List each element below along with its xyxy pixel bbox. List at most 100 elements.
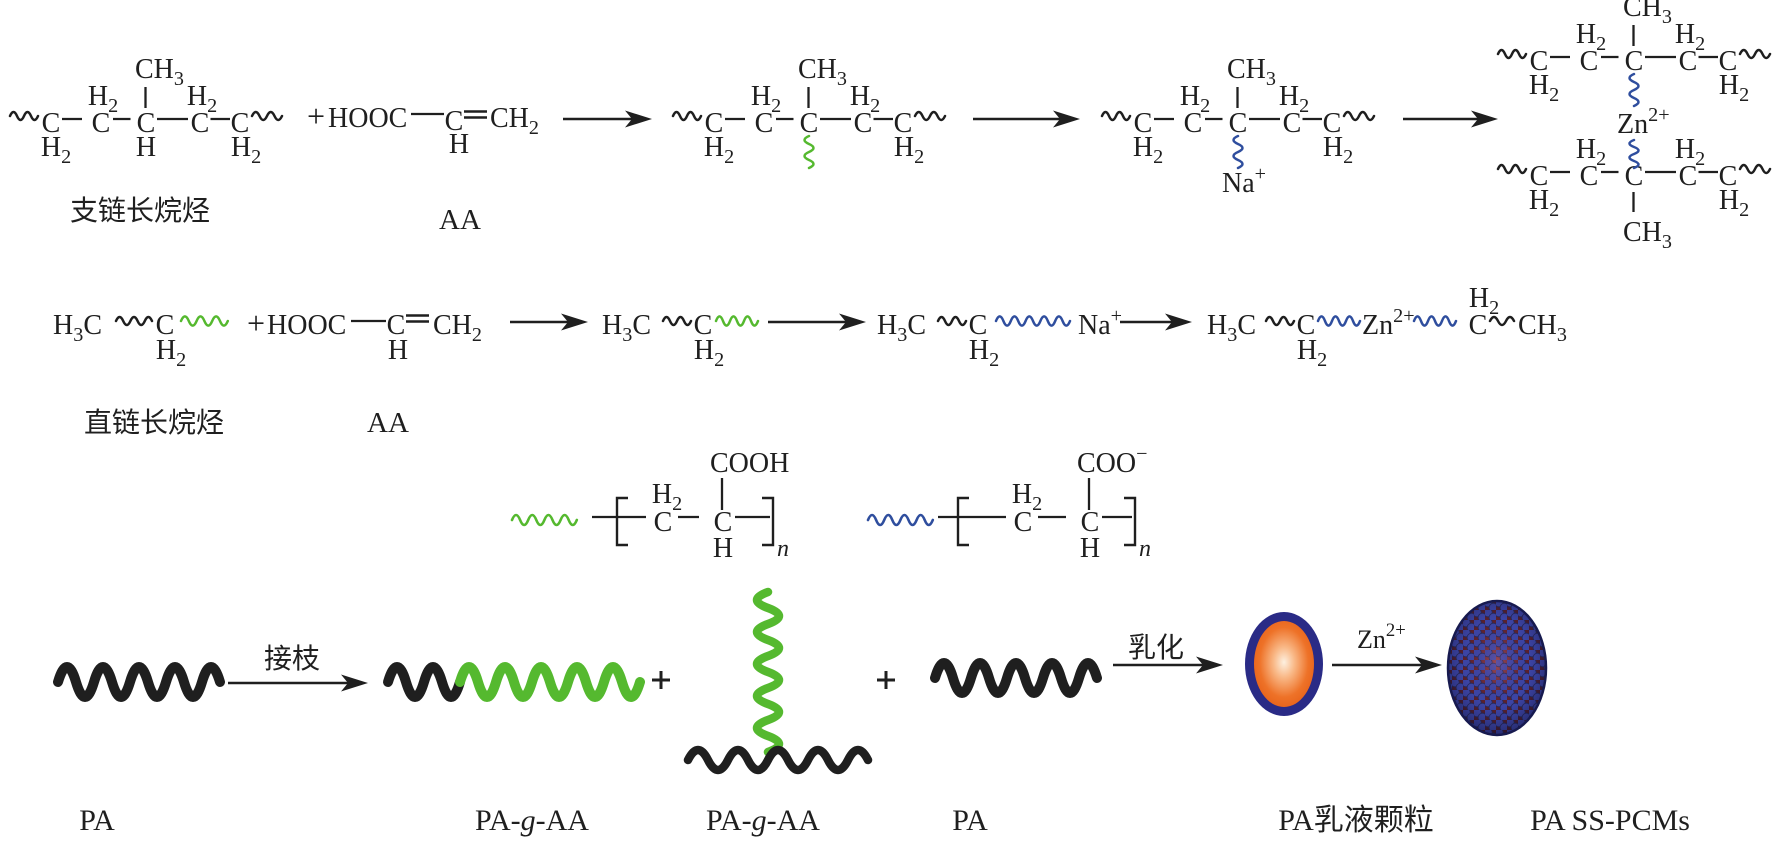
h2-label: H2	[1279, 81, 1309, 117]
pa-wave	[930, 658, 1102, 698]
carbon-label: C	[1530, 161, 1549, 192]
h2-label: H2	[1719, 70, 1749, 106]
pagaa-label-1: PA-g-AA	[475, 804, 589, 837]
pa-label-2: PA	[952, 804, 988, 837]
carbon-label: C	[1719, 46, 1738, 77]
carbon-label: C	[1283, 108, 1302, 139]
h2-label: H2	[1675, 19, 1705, 55]
arrow-head	[1165, 313, 1192, 331]
h2-label: H2	[1576, 134, 1606, 170]
t-molecule-backbone-wave	[683, 745, 873, 775]
aa-wave-segment	[455, 662, 645, 702]
arrow-head	[625, 110, 652, 128]
chain-end-squiggle	[661, 315, 693, 327]
carbon-label: C	[42, 108, 61, 139]
carbon-label: C	[654, 507, 673, 538]
methyl-label: CH3	[135, 54, 184, 90]
h-label: H	[136, 132, 156, 163]
h3c-label: H3C	[1207, 310, 1256, 346]
carbon-label: C	[705, 108, 724, 139]
pa-wave-segment	[383, 662, 465, 702]
plus-sign: +	[307, 98, 325, 134]
h3c-label: H3C	[877, 310, 926, 346]
h2-label: H2	[652, 479, 682, 515]
chain-end-squiggle	[936, 315, 968, 327]
carbon-label: C	[755, 108, 774, 139]
carbon-label: C	[156, 310, 175, 341]
carbon-label: C	[969, 310, 988, 341]
pagaa-label-2: PA-g-AA	[706, 804, 820, 837]
graft-squiggle-green	[714, 315, 760, 327]
zinc-arrow-label: Zn2+	[1357, 620, 1406, 654]
sspcm-sphere-shade	[1446, 599, 1548, 737]
h2-label: H2	[894, 132, 924, 168]
emulsify-arrow-head	[1196, 656, 1223, 674]
methyl-label: CH3	[798, 54, 847, 90]
h2-label: H2	[41, 132, 71, 168]
left-bracket	[956, 496, 969, 547]
chain-end-squiggle	[1488, 315, 1516, 327]
acid-group-label: COO−	[1077, 443, 1148, 479]
hooc-label: HOOC	[267, 310, 346, 341]
carbon-label: C	[1134, 108, 1153, 139]
chain-end-squiggle	[1264, 315, 1296, 327]
h2-label: H2	[156, 335, 186, 371]
h2-label: H2	[1529, 70, 1559, 106]
pcm-label: PA SS-PCMs	[1530, 804, 1690, 837]
h-label: H	[1080, 533, 1100, 564]
ionic-squiggle-blue	[1316, 315, 1362, 327]
h2-label: H2	[694, 335, 724, 371]
h2-label: H2	[704, 132, 734, 168]
carbon-label: C	[1580, 161, 1599, 192]
h2-label: H2	[1297, 335, 1327, 371]
carbon-label: C	[445, 106, 464, 137]
carbon-label: C	[231, 108, 250, 139]
left-bracket	[615, 496, 628, 547]
carbon-label: C	[1679, 46, 1698, 77]
ionic-squiggle-blue	[1232, 134, 1244, 170]
graft-squiggle-green	[179, 315, 230, 327]
carbon-label: C	[714, 507, 733, 538]
pa-wave	[53, 662, 225, 702]
h2-label: H2	[969, 335, 999, 371]
carbon-label: C	[1229, 108, 1248, 139]
ch2-label: CH2	[490, 103, 539, 139]
hooc-label: HOOC	[328, 103, 407, 134]
h2-label: H2	[850, 81, 880, 117]
methyl-label: CH3	[1227, 54, 1276, 90]
graft-squiggle-green	[803, 134, 815, 170]
arrow-head	[1471, 110, 1498, 128]
h2-label: H2	[1012, 479, 1042, 515]
repeat-subscript-n: n	[777, 536, 789, 562]
carbon-label: C	[1530, 46, 1549, 77]
h2-label: H2	[1323, 132, 1353, 168]
carbon-label: C	[800, 108, 819, 139]
methyl-label: CH3	[1518, 310, 1567, 346]
chain-end-squiggle	[114, 315, 154, 327]
crosslink-arrow-head	[1415, 656, 1442, 674]
carbon-label: C	[387, 310, 406, 341]
sodium-ion-label: Na+	[1078, 305, 1122, 341]
chain-end-squiggle	[1738, 48, 1772, 60]
carbon-label: C	[1014, 507, 1033, 538]
chain-end-squiggle	[1496, 48, 1528, 60]
h2-label: H2	[1719, 185, 1749, 221]
h3c-label: H3C	[53, 310, 102, 346]
methyl-label: CH3	[1623, 0, 1672, 28]
zinc-ion-label: Zn2+	[1362, 305, 1415, 341]
carbon-label: C	[1323, 108, 1342, 139]
h2-label: H2	[187, 81, 217, 117]
emulsion-label: PA乳液颗粒	[1278, 804, 1434, 837]
h-label: H	[713, 533, 733, 564]
chain-end-squiggle	[671, 110, 703, 122]
carbon-label: C	[1719, 161, 1738, 192]
arrow-head	[1053, 110, 1080, 128]
carbon-label: C	[694, 310, 713, 341]
carbon-label: C	[1580, 46, 1599, 77]
h2-label: H2	[751, 81, 781, 117]
ch2-label: CH2	[433, 310, 482, 346]
methyl-label: CH3	[1623, 217, 1672, 253]
plus-sign: +	[247, 305, 265, 341]
row2-molecule-label: 直链长烷烃	[84, 407, 224, 439]
carbon-label: C	[1081, 507, 1100, 538]
